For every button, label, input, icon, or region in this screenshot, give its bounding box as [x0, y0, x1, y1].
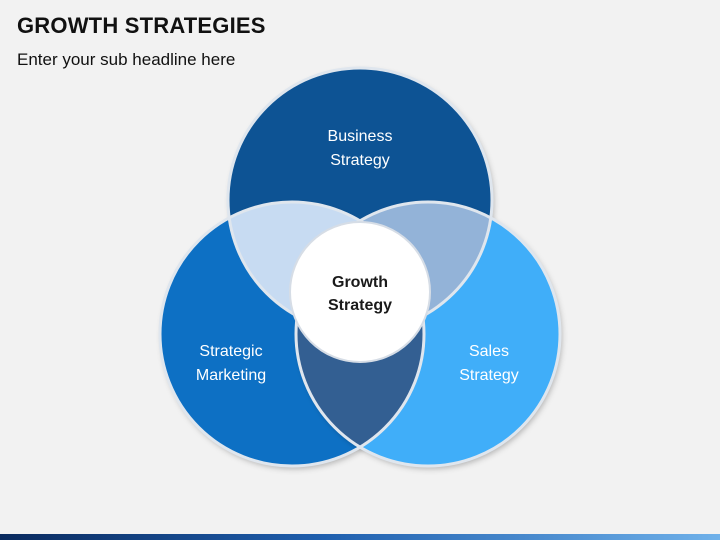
sales-strategy-label-line2: Strategy: [459, 367, 519, 384]
growth-strategy-label-line1: Growth: [332, 274, 388, 291]
sales-strategy-label-line1: Sales: [469, 343, 509, 360]
business-strategy-label-line2: Strategy: [330, 152, 390, 169]
strategic-marketing-label-line1: Strategic: [199, 343, 262, 360]
footer-accent-bar: [0, 534, 720, 540]
page-subtitle: Enter your sub headline here: [17, 50, 236, 69]
business-strategy-label-line1: Business: [328, 128, 393, 145]
page-title: GROWTH STRATEGIES: [17, 13, 266, 38]
center-circle-growth-strategy: [289, 221, 431, 363]
strategic-marketing-label-line2: Marketing: [196, 367, 266, 384]
growth-strategy-label-line2: Strategy: [328, 297, 392, 314]
